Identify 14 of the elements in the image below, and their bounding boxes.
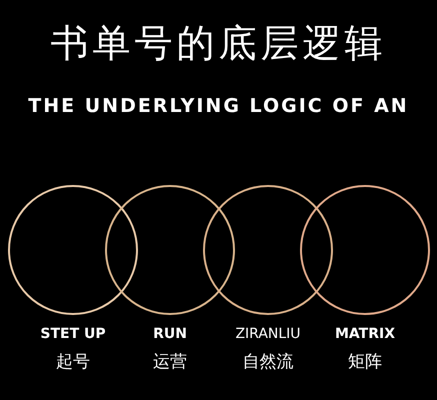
ring [105, 185, 235, 315]
ring-subcaption: 自然流 [242, 351, 294, 373]
ring-subcaption: 矩阵 [347, 351, 383, 373]
ring-subcaption: 运营 [152, 351, 188, 373]
ring-subcaption: 起号 [55, 351, 91, 373]
ring [203, 185, 333, 315]
ring-caption: MATRIX [334, 326, 396, 342]
title: 书单号的底层逻辑 [50, 20, 388, 67]
ring-caption: STET UP [39, 326, 107, 342]
subtitle: THE UNDERLYING LOGIC OF AN [27, 95, 410, 117]
ring [300, 185, 430, 315]
ring-caption: ZIRANLIU [234, 326, 302, 342]
ring-caption: RUN [152, 326, 188, 342]
ring [8, 185, 138, 315]
